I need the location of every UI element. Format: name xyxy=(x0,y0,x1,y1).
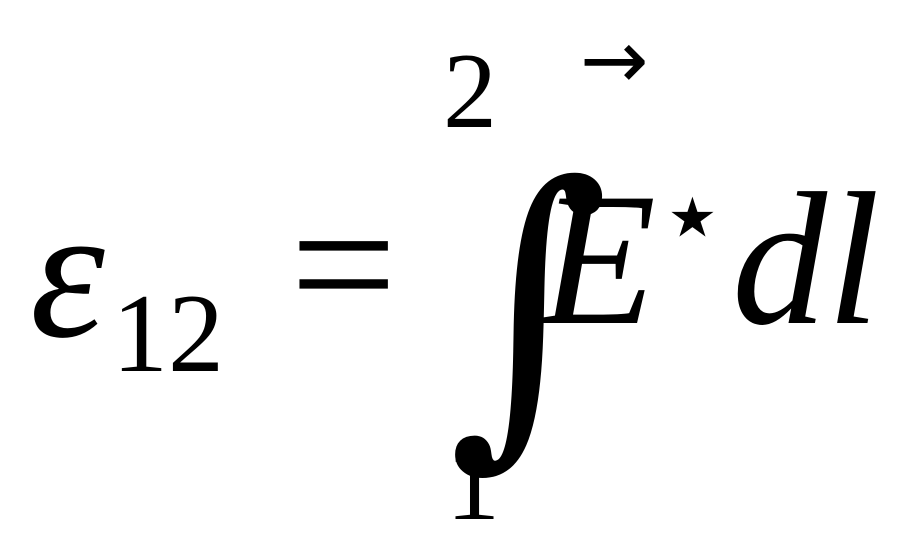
vector-arrow-icon: → xyxy=(580,13,649,108)
line-element-symbol: dl xyxy=(732,155,880,365)
epsilon-symbol: ε xyxy=(30,168,105,378)
integral-upper-limit: 2 xyxy=(443,32,497,151)
electric-field-symbol: E xyxy=(540,155,657,365)
integral-sign: ∫ xyxy=(448,117,610,497)
integral-lower-limit: 1 xyxy=(446,424,500,543)
epsilon-subscript: 12 xyxy=(112,272,224,396)
star-operator: ⋆ xyxy=(658,151,727,279)
equals-sign: = xyxy=(290,160,398,370)
